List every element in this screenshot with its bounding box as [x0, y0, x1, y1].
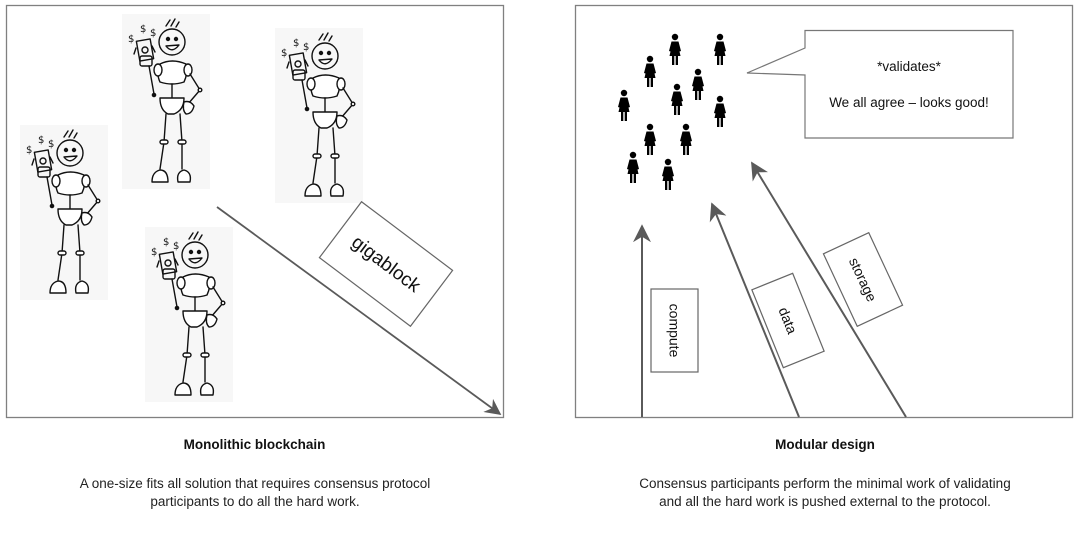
- modular-frame: [574, 4, 1074, 419]
- monolithic-title: Monolithic blockchain: [183, 437, 326, 452]
- gigablock-arrow: [216, 206, 502, 415]
- person-icon: [714, 95, 726, 127]
- monolithic-frame: [5, 4, 505, 419]
- modular-title: Modular design: [775, 437, 875, 452]
- stick-figure-holding-money-icon: [274, 27, 364, 204]
- speech-callout: *validates* We all agree – looks good!: [746, 29, 1014, 139]
- person-icon: [680, 123, 692, 155]
- person-icon: [671, 83, 683, 115]
- storage-box: storage: [822, 231, 904, 328]
- storage-arrow: [751, 161, 907, 418]
- person-icon: [644, 123, 656, 155]
- data-box: data: [751, 272, 825, 369]
- monolithic-description: A one-size fits all solution that requir…: [79, 476, 431, 509]
- modular-panel: *validates* We all agree – looks good! c…: [574, 4, 1074, 419]
- person-icon: [644, 55, 656, 87]
- stick-figure-holding-money-icon: [144, 226, 234, 403]
- person-icon: [669, 33, 681, 65]
- person-icon: [714, 33, 726, 65]
- monolithic-panel: gigablock: [5, 4, 505, 419]
- compute-box: compute: [650, 288, 699, 373]
- gigablock-box: gigablock: [318, 200, 454, 328]
- person-icon: [692, 68, 704, 100]
- modular-description: Consensus participants perform the minim…: [639, 476, 1011, 509]
- stick-figure-holding-money-icon: [121, 13, 211, 190]
- callout-line-1: *validates*: [877, 59, 942, 74]
- person-icon: [627, 151, 639, 183]
- stick-figure-holding-money-icon: [19, 124, 109, 301]
- callout-line-2: We all agree – looks good!: [829, 95, 989, 110]
- person-icon: [618, 89, 630, 121]
- data-arrow: [709, 202, 800, 418]
- compute-label: compute: [667, 304, 683, 358]
- person-icon: [662, 158, 674, 190]
- validator-crowd: [618, 33, 726, 190]
